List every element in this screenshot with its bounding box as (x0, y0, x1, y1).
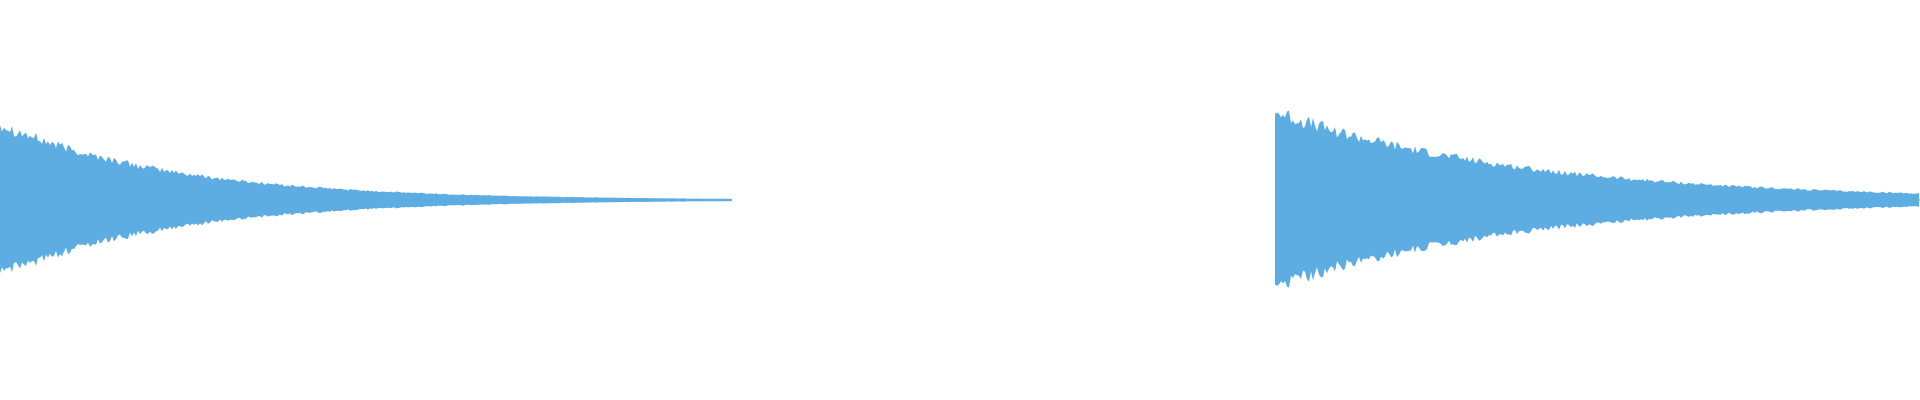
waveform-clip-1[interactable] (0, 125, 732, 274)
waveform-clip-2[interactable] (1275, 110, 1919, 288)
waveform-segments (0, 110, 1920, 288)
